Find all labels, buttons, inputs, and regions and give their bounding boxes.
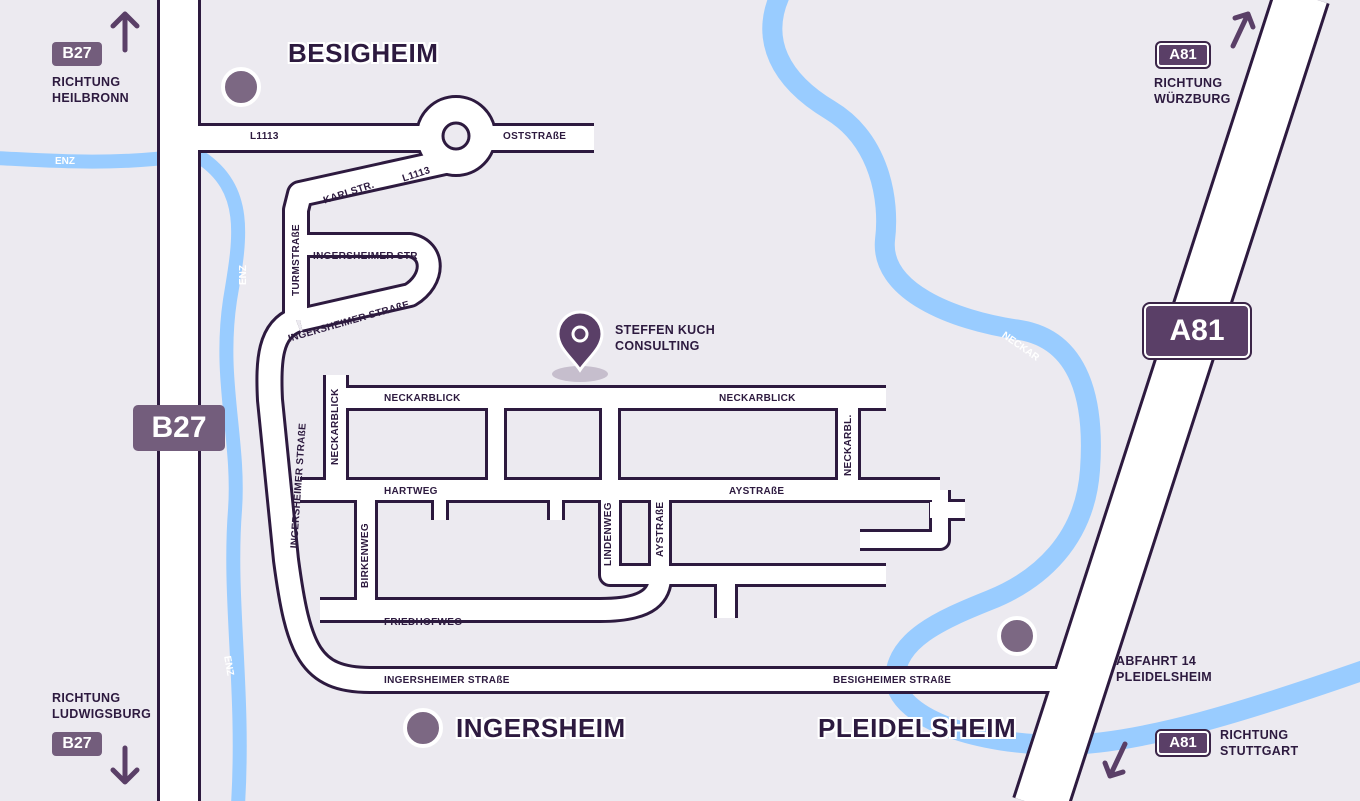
direction-stuttgart: RICHTUNG STUTTGART: [1220, 728, 1299, 758]
street-l1113-west: L1113: [250, 131, 279, 142]
river-label-enz-west: ENZ: [55, 156, 75, 167]
map-pin-icon: [552, 310, 608, 382]
street-lindenweg: LINDENWEG: [603, 502, 614, 566]
town-label-pleidelsheim: PLEIDELSHEIM: [818, 713, 1017, 743]
street-ingersheimer-strasse-south: INGERSHEIMER STRAßE: [384, 675, 510, 686]
town-label-ingersheim: INGERSHEIM: [456, 713, 626, 743]
town-dot-pleidelsheim: [997, 616, 1037, 656]
a81-shield-bottom: A81: [1157, 731, 1209, 755]
street-neckarblick-west: NECKARBLICK: [384, 393, 461, 404]
direction-heilbronn: RICHTUNG HEILBRONN: [52, 75, 130, 105]
arrow-up-icon-wuerzburg: [1230, 11, 1256, 49]
exit-label: ABFAHRT 14 PLEIDELSHEIM: [1116, 654, 1212, 684]
street-turmstrasse: TURMSTRAßE: [291, 224, 302, 296]
town-dot-besigheim: [221, 67, 261, 107]
town-dot-ingersheim: [403, 708, 443, 748]
town-label-besigheim: BESIGHEIM: [288, 38, 439, 68]
arrow-down-icon-ludwigsburg: [110, 745, 140, 785]
street-neckarblick-vertical: NECKARBLICK: [330, 388, 341, 465]
direction-ludwigsburg: RICHTUNG LUDWIGSBURG: [52, 691, 152, 721]
town-dots: [221, 67, 1037, 748]
street-besigheimer-strasse: BESIGHEIMER STRAßE: [833, 675, 952, 686]
b27-shield-top: B27: [52, 42, 102, 66]
b27-shield-bottom: B27: [52, 732, 102, 756]
arrow-down-icon-stuttgart: [1102, 741, 1128, 779]
river-enz: [193, 150, 247, 801]
direction-wuerzburg: RICHTUNG WÜRZBURG: [1154, 76, 1231, 106]
street-ingersheimer-str: INGERSHEIMER STR: [313, 251, 418, 262]
street-hartweg: HARTWEG: [384, 486, 438, 497]
a81-shield-main: A81: [1144, 304, 1250, 358]
street-aystrasse: AYSTRAßE: [729, 486, 785, 497]
street-birkenweg: BIRKENWEG: [360, 523, 371, 588]
roundabout: [441, 121, 471, 151]
b27-shield-main: B27: [133, 405, 225, 451]
river-label-enz-upper: ENZ: [238, 265, 249, 285]
roads-fill: [160, 0, 1327, 801]
location-label: STEFFEN KUCH CONSULTING: [615, 323, 716, 353]
river-enz-west: [0, 149, 187, 169]
arrow-up-icon-heilbronn: [110, 11, 140, 53]
a81-shield-top: A81: [1157, 43, 1209, 67]
street-friedhofweg: FRIEDHOFWEG: [384, 617, 463, 628]
street-oststrasse: OSTSTRAßE: [503, 131, 567, 142]
street-aystrasse-vertical: AYSTRAßE: [655, 501, 666, 557]
direction-arrows: [110, 11, 1256, 785]
street-neckarbl: NECKARBL.: [843, 414, 854, 476]
street-neckarblick-east: NECKARBLICK: [719, 393, 796, 404]
